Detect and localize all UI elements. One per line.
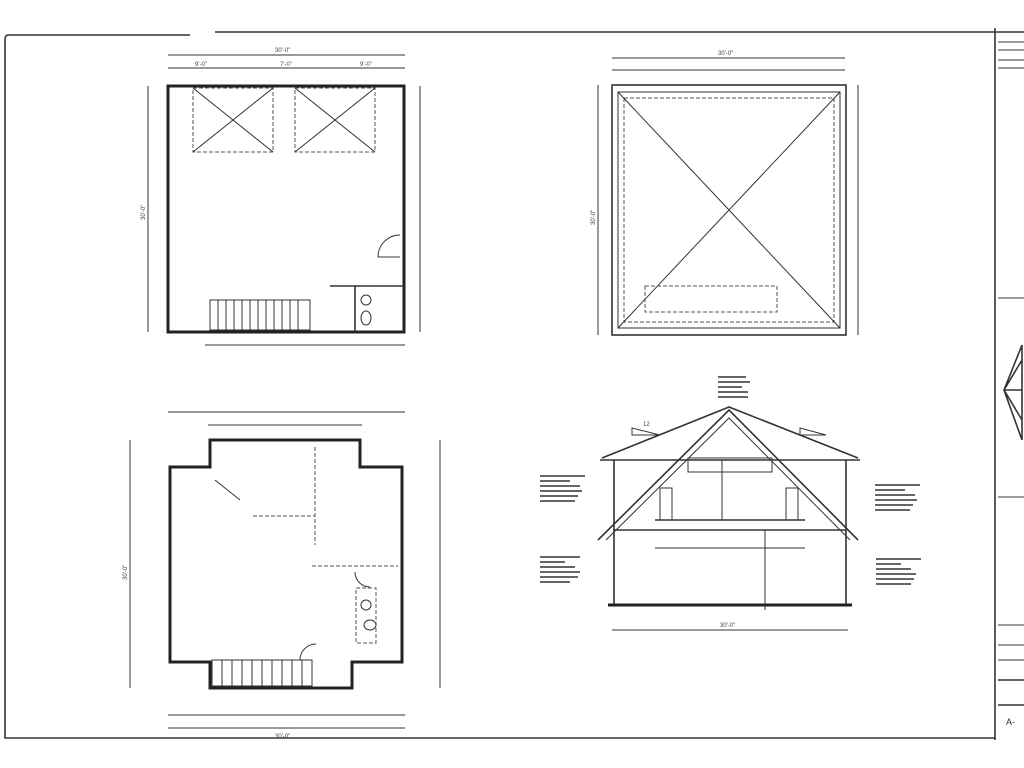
svg-text:30'-0": 30'-0"	[591, 210, 597, 225]
svg-text:30'-0": 30'-0"	[720, 623, 735, 629]
section-notes	[540, 376, 921, 585]
garage-floor-plan: 30'-0" 9'-0" 7'-0" 9'-0" 30'-0"	[141, 48, 421, 346]
sheet-border	[4, 28, 1024, 740]
title-block: A-	[998, 41, 1024, 727]
svg-text:30'-0": 30'-0"	[718, 51, 733, 57]
building-section: 30'-0" 12	[540, 376, 921, 631]
svg-text:9'-0": 9'-0"	[360, 62, 372, 68]
svg-text:30'-0": 30'-0"	[275, 48, 290, 54]
logo-icon	[1003, 344, 1023, 441]
svg-text:30'-0": 30'-0"	[123, 565, 129, 580]
svg-text:9'-0": 9'-0"	[195, 62, 207, 68]
roof-plan: 30'-0" 30'-0"	[591, 51, 859, 336]
svg-text:12: 12	[643, 422, 650, 428]
svg-text:30'-0": 30'-0"	[275, 734, 290, 740]
svg-text:30'-0": 30'-0"	[141, 205, 147, 220]
upper-floor-plan: 30'-0" 30'-0"	[123, 411, 441, 740]
sheet-number: A-	[1006, 717, 1015, 727]
svg-text:7'-0": 7'-0"	[280, 62, 292, 68]
